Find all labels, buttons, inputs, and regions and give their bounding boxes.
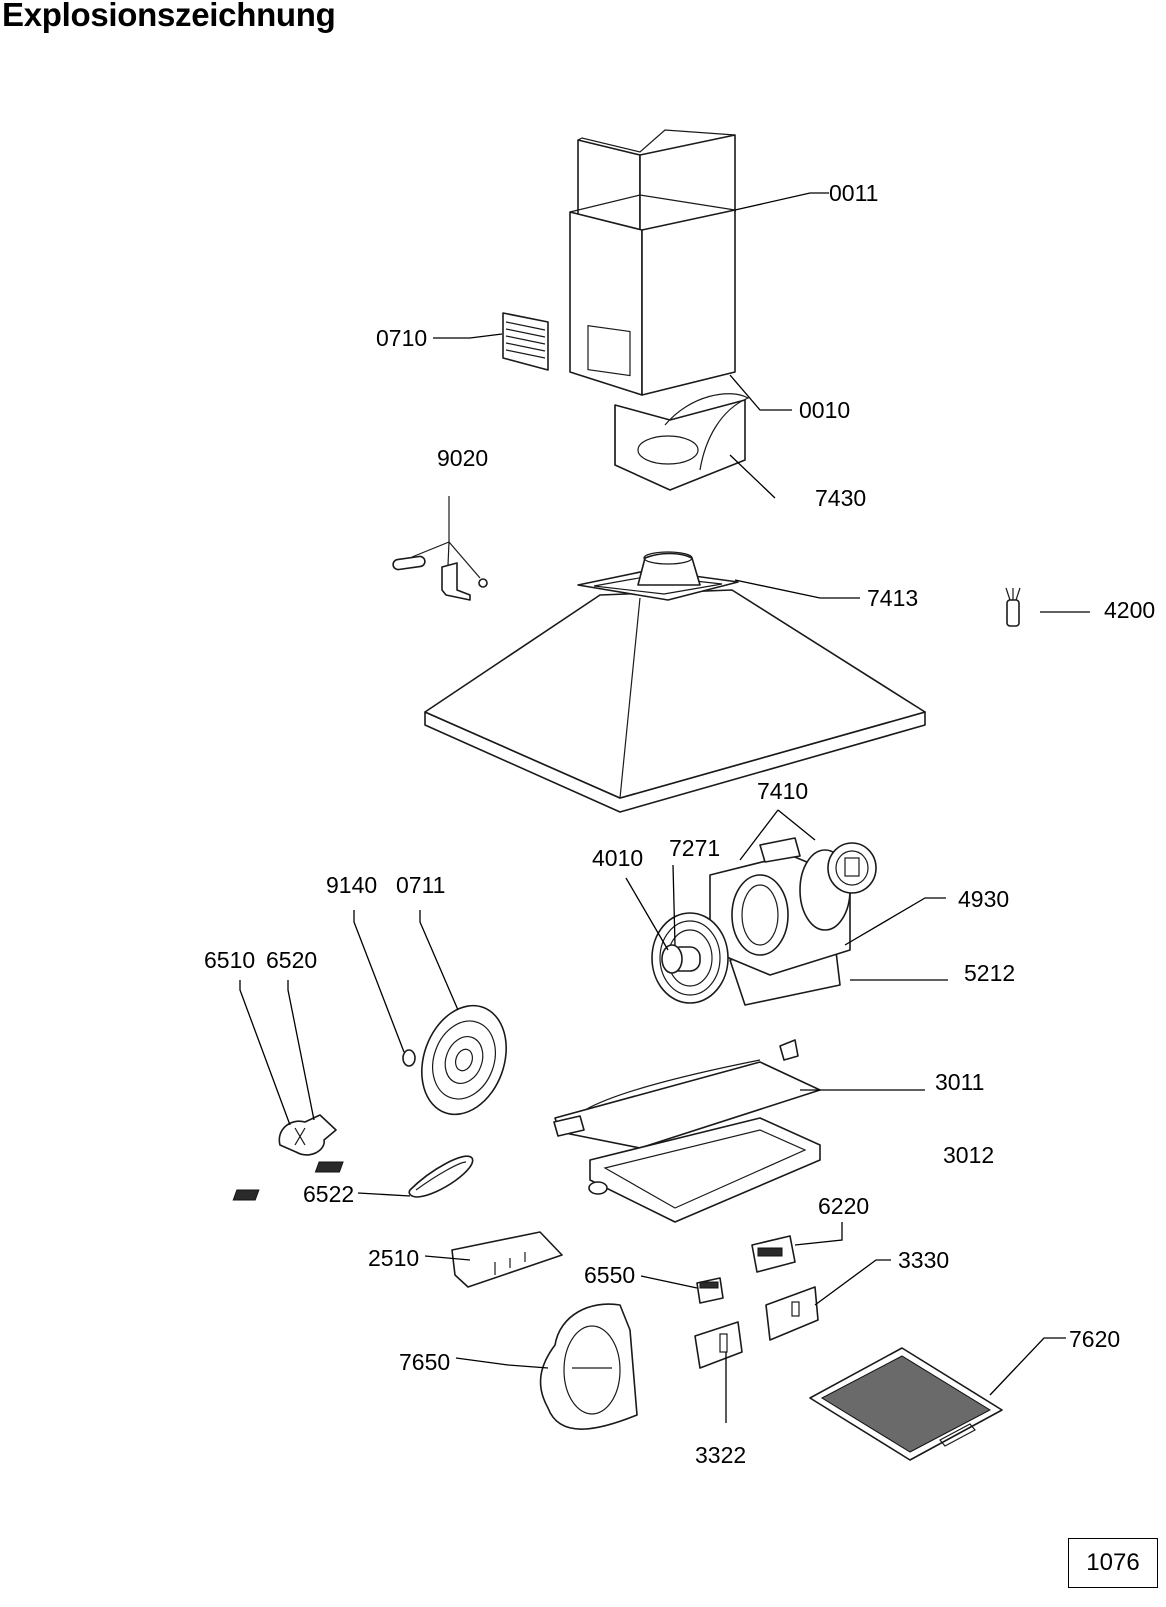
label-3012: 3012 xyxy=(943,1142,994,1168)
hood-canopy-part xyxy=(424,551,926,813)
label-3322: 3322 xyxy=(695,1442,746,1468)
lamp-lens-part xyxy=(408,1155,474,1198)
page-title: Explosionszeichnung xyxy=(2,0,336,33)
label-7410: 7410 xyxy=(757,778,808,804)
label-4200: 4200 xyxy=(1104,597,1155,623)
control-panel-part xyxy=(451,1231,563,1288)
switch-part-6550 xyxy=(696,1277,724,1304)
label-9140: 9140 xyxy=(326,872,377,898)
label-6522: 6522 xyxy=(303,1181,354,1207)
label-3330: 3330 xyxy=(898,1247,949,1273)
label-0011: 0011 xyxy=(829,180,878,206)
label-7413: 7413 xyxy=(867,585,918,611)
switch-part-6220 xyxy=(751,1235,796,1273)
label-3011: 3011 xyxy=(935,1069,984,1095)
part-labels: 0011 0710 0010 7430 9020 7413 4200 7410 … xyxy=(204,180,1155,1468)
label-6510: 6510 xyxy=(204,947,255,973)
motor-cover-part xyxy=(402,1004,507,1116)
capacitor-part xyxy=(1005,587,1021,627)
label-2510: 2510 xyxy=(368,1245,419,1271)
label-7650: 7650 xyxy=(399,1349,450,1375)
switch-cover-part-3322 xyxy=(694,1321,743,1369)
label-6550: 6550 xyxy=(584,1262,635,1288)
label-0710: 0710 xyxy=(376,325,427,351)
label-6520: 6520 xyxy=(266,947,317,973)
vent-grille-part xyxy=(502,312,549,371)
label-6220: 6220 xyxy=(818,1193,869,1219)
label-9020: 9020 xyxy=(437,445,488,471)
leader-lines xyxy=(239,192,1090,1423)
charcoal-filter-part xyxy=(539,1303,638,1430)
page-number: 1076 xyxy=(1086,1549,1140,1576)
page-number-box: 1076 xyxy=(1068,1538,1158,1588)
label-7430: 7430 xyxy=(815,485,866,511)
label-5212: 5212 xyxy=(964,960,1015,986)
chimney-cover-part xyxy=(569,129,736,396)
label-7271: 7271 xyxy=(669,835,720,861)
air-deflector-part xyxy=(614,393,750,491)
label-0711: 0711 xyxy=(396,872,445,898)
label-7620: 7620 xyxy=(1069,1326,1120,1352)
mounting-bracket-part xyxy=(392,496,488,601)
filter-tray-part xyxy=(232,1039,821,1223)
grease-filter-part xyxy=(809,1347,1003,1461)
label-4010: 4010 xyxy=(592,845,643,871)
halogen-lamp-part xyxy=(278,1114,337,1156)
label-0010: 0010 xyxy=(799,397,850,423)
blower-assembly-part xyxy=(651,837,877,1006)
switch-cover-part-3330 xyxy=(765,1286,819,1341)
label-4930: 4930 xyxy=(958,886,1009,912)
